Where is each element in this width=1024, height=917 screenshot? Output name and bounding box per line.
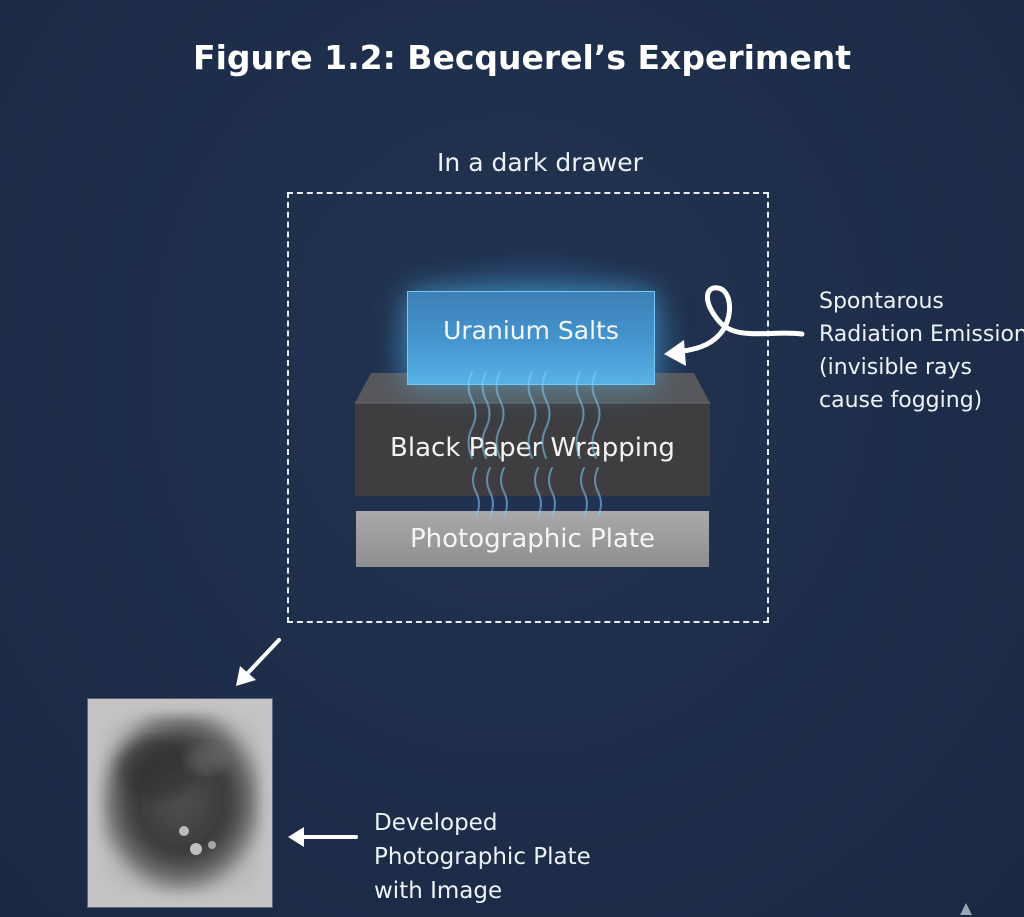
photographic-plate-label: Photographic Plate — [409, 524, 656, 554]
developed-note-line: Photographic Plate — [374, 844, 591, 870]
developed-note-line: with Image — [374, 878, 503, 904]
emission-note-line: cause fogging) — [819, 388, 983, 413]
emission-note: Spontarous Radiation Emission (invisible… — [819, 285, 1024, 417]
emission-note-line: (invisible rays — [819, 355, 972, 380]
developed-note-line: Developed — [374, 810, 498, 836]
drawer-label: In a dark drawer — [437, 148, 643, 177]
developed-label-arrowhead — [288, 827, 304, 847]
drawer-to-plate-arrowhead — [236, 666, 256, 686]
developed-plate-image — [87, 698, 273, 908]
emission-note-line: Spontarous — [819, 289, 944, 314]
uranium-salts-block: Uranium Salts — [407, 291, 655, 385]
drawer-to-plate-arrow — [243, 638, 281, 678]
corner-triangle-icon — [960, 903, 972, 915]
figure-title: Figure 1.2: Becquerel’s Experiment — [193, 38, 851, 77]
emission-arrowhead — [664, 340, 686, 366]
developed-note: Developed Photographic Plate with Image — [374, 806, 591, 908]
photographic-plate: Photographic Plate — [356, 511, 709, 567]
dark-drawer-box — [287, 192, 769, 623]
emission-note-line: Radiation Emission — [819, 322, 1024, 347]
uranium-salts-label: Uranium Salts — [443, 316, 619, 345]
emission-arrow — [675, 285, 805, 355]
